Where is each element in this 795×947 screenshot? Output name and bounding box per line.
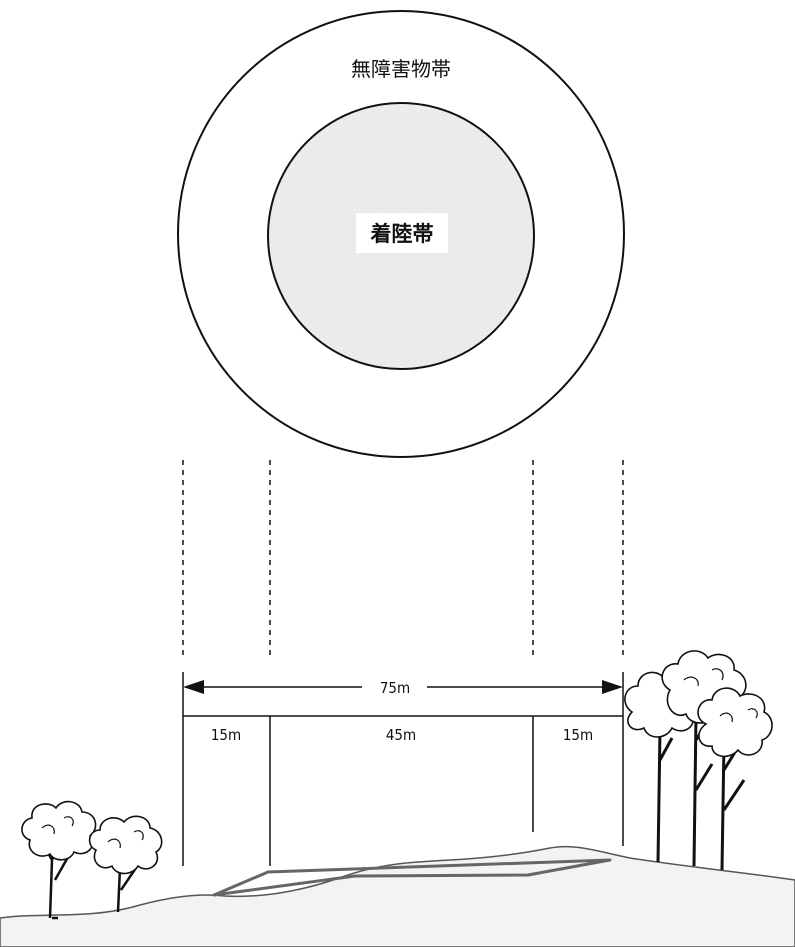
projection-lines xyxy=(182,460,624,660)
tree-foliage xyxy=(21,800,97,861)
ground-profile xyxy=(0,845,795,947)
total-dimension-label: 75m xyxy=(380,679,410,697)
landing-zone-label-bg xyxy=(356,213,448,253)
tree-right-3 xyxy=(697,687,773,871)
center-dimension-label: 45m xyxy=(386,726,416,744)
dimension-lines xyxy=(182,672,624,866)
tree-foliage xyxy=(697,687,773,758)
tree-right-2 xyxy=(661,650,747,867)
tree-foliage xyxy=(88,815,163,875)
obstacle-free-zone-label: 無障害物帯 xyxy=(351,57,451,81)
right-margin-label: 15m xyxy=(563,726,593,744)
arrow-left-icon xyxy=(183,680,204,694)
heliport-pad-outline xyxy=(212,858,612,897)
left-margin-label: 15m xyxy=(211,726,241,744)
tree-left-2 xyxy=(88,815,163,913)
arrow-right-icon xyxy=(602,680,623,694)
plan-view: 無障害物帯 着陸帯 xyxy=(177,10,625,458)
terrain xyxy=(0,845,795,947)
landing-zone-label: 着陸帯 xyxy=(370,222,434,246)
tree-left-1 xyxy=(21,800,97,920)
